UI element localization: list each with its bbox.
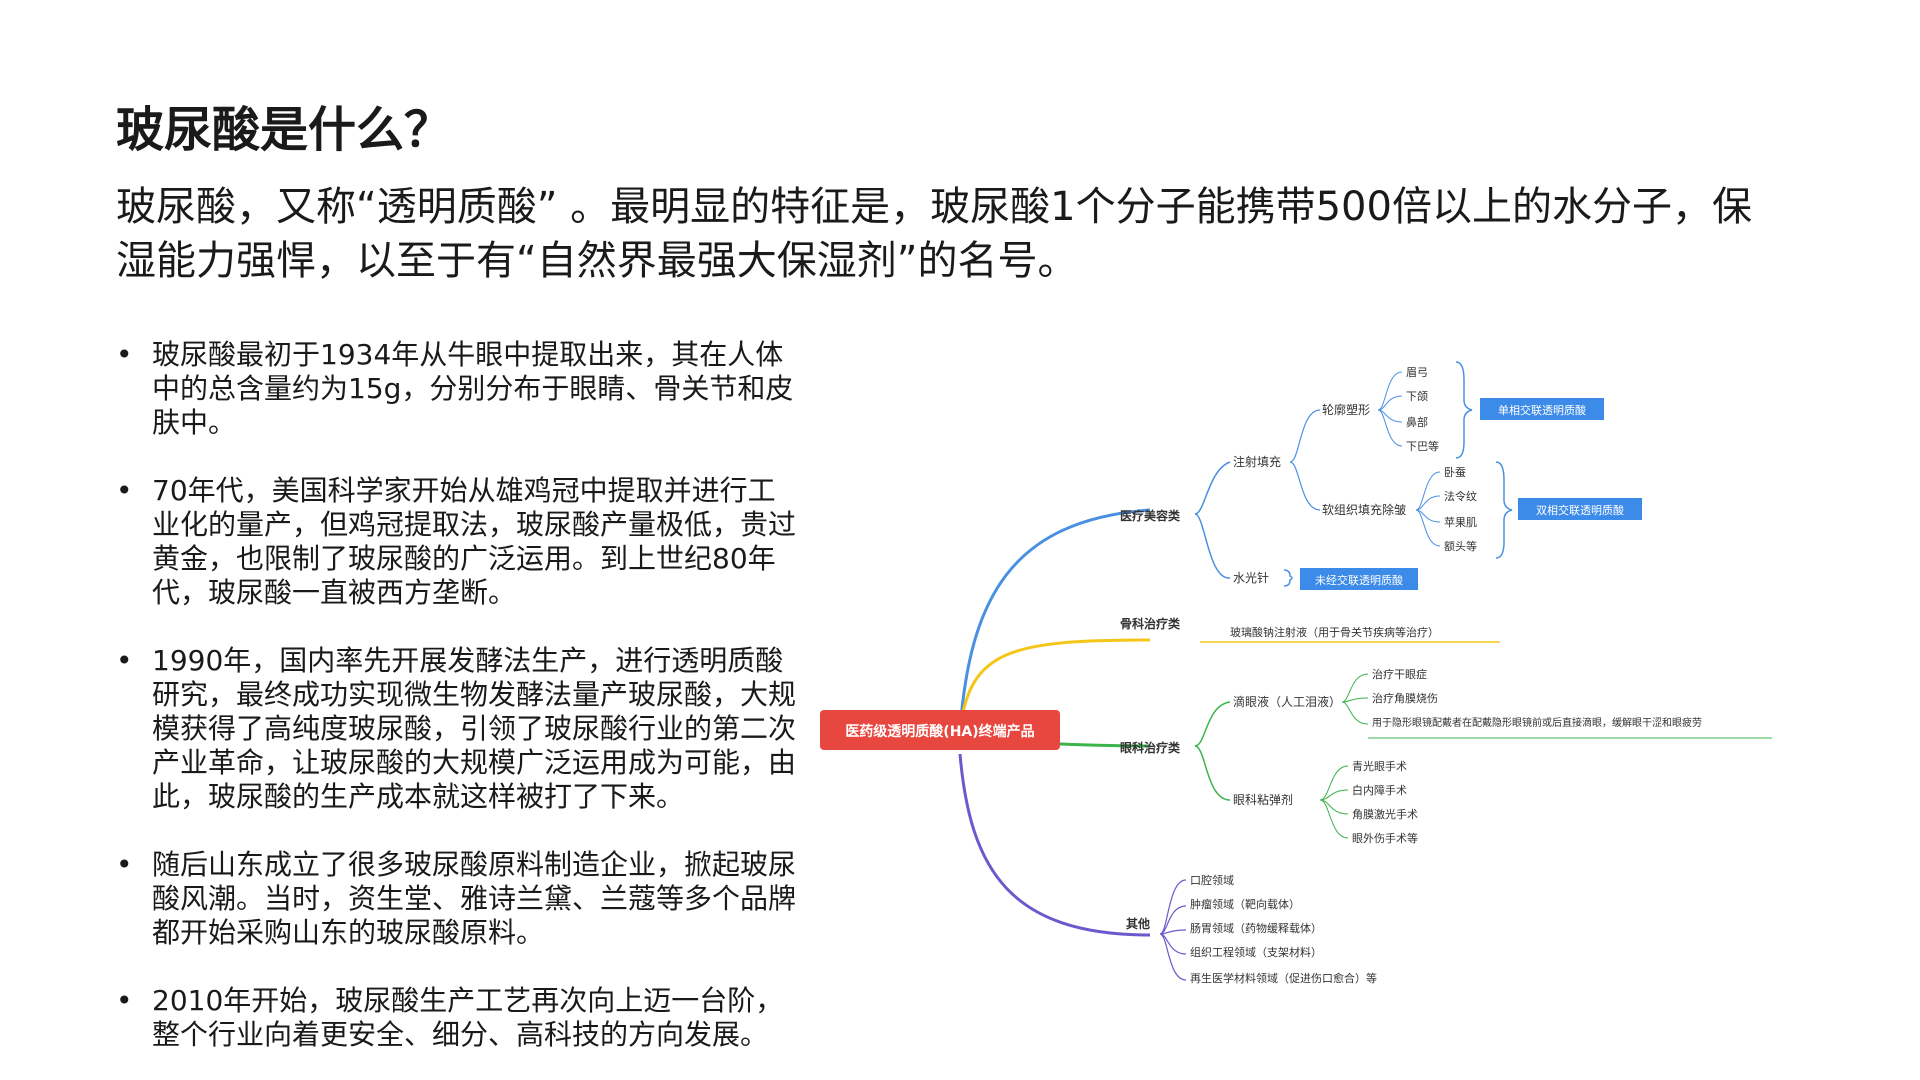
slide-title: 玻尿酸是什么？	[116, 102, 453, 158]
visco-item: 角膜激光手术	[1352, 807, 1418, 821]
cosmetic-label: 医疗美容类	[1120, 508, 1181, 523]
visco-item: 眼外伤手术等	[1352, 831, 1418, 845]
soft-tag-label: 双相交联透明质酸	[1536, 503, 1624, 517]
line-injection	[1194, 461, 1231, 515]
other-item: 组织工程领域（支架材料）	[1190, 945, 1322, 959]
soft-label: 软组织填充除皱	[1322, 502, 1406, 517]
bullet-text: 70年代，美国科学家开始从雄鸡冠中提取并进行工业化的量产，但鸡冠提取法，玻尿酸产…	[152, 474, 797, 609]
soft-lines	[1415, 471, 1441, 547]
water-bracket-icon	[1283, 569, 1293, 587]
other-item: 再生医学材料领域（促进伤口愈合）等	[1190, 971, 1377, 985]
water-tag-label: 未经交联透明质酸	[1315, 573, 1403, 587]
visco-item: 青光眼手术	[1352, 759, 1407, 773]
eye-label: 眼科治疗类	[1120, 740, 1181, 755]
visco-lines	[1319, 765, 1349, 839]
soft-tag	[1518, 498, 1642, 520]
contour-tag-label: 单相交联透明质酸	[1498, 403, 1586, 417]
mindmap-svg: 医药级透明质酸(HA)终端产品 医疗美容类 注射填充 轮廓塑形 眉弓 下颌 鼻部…	[820, 361, 1772, 985]
drops-item: 治疗角膜烧伤	[1372, 691, 1438, 705]
contour-item: 下颌	[1406, 389, 1428, 403]
contour-bracket-icon	[1455, 361, 1473, 459]
line-soft	[1289, 461, 1321, 511]
bullet-item: • 2010年开始，玻尿酸生产工艺再次向上迈一台阶，整个行业向着更安全、细分、高…	[116, 984, 796, 1052]
visco-item: 白内障手术	[1352, 783, 1407, 797]
soft-item: 法令纹	[1444, 489, 1477, 503]
intro-paragraph: 玻尿酸，又称“透明质酸” 。最明显的特征是，玻尿酸1个分子能携带500倍以上的水…	[116, 184, 1752, 284]
bullet-list: • 玻尿酸最初于1934年从牛眼中提取出来，其在人体中的总含量约为15g，分别分…	[116, 338, 796, 1080]
bullet-dot-icon: •	[116, 338, 133, 371]
water-label: 水光针	[1233, 570, 1269, 585]
soft-bracket-icon	[1495, 461, 1513, 559]
drops-lines	[1341, 673, 1369, 725]
bullet-item: • 70年代，美国科学家开始从雄鸡冠中提取并进行工业化的量产，但鸡冠提取法，玻尿…	[116, 474, 796, 610]
soft-item: 苹果肌	[1444, 515, 1477, 529]
root-label: 医药级透明质酸(HA)终端产品	[845, 723, 1034, 740]
water-tag	[1300, 568, 1418, 590]
bullet-item: • 玻尿酸最初于1934年从牛眼中提取出来，其在人体中的总含量约为15g，分别分…	[116, 338, 796, 440]
branch-line-cosmetic	[958, 508, 1151, 731]
ortho-label: 骨科治疗类	[1120, 616, 1181, 631]
bullet-text: 随后山东成立了很多玻尿酸原料制造企业，掀起玻尿酸风潮。当时，资生堂、雅诗兰黛、兰…	[152, 848, 797, 949]
bullet-item: • 随后山东成立了很多玻尿酸原料制造企业，掀起玻尿酸风潮。当时，资生堂、雅诗兰黛…	[116, 848, 796, 950]
line-water	[1194, 513, 1231, 579]
contour-lines	[1377, 371, 1403, 447]
injection-label: 注射填充	[1233, 454, 1281, 469]
other-label: 其他	[1126, 916, 1150, 931]
contour-item: 眉弓	[1406, 366, 1428, 379]
other-lines	[1159, 879, 1187, 981]
bullet-dot-icon: •	[116, 984, 133, 1017]
bullet-dot-icon: •	[116, 848, 133, 881]
line-visco	[1194, 745, 1231, 801]
branch-line-ortho	[958, 638, 1151, 731]
other-item: 口腔领域	[1190, 873, 1234, 887]
other-item: 肠胃领域（药物缓释载体）	[1190, 921, 1322, 935]
bullet-text: 1990年，国内率先开展发酵法生产，进行透明质酸研究，最终成功实现微生物发酵法量…	[152, 644, 797, 813]
contour-item: 鼻部	[1406, 415, 1428, 429]
line-contour	[1289, 409, 1321, 463]
branch-line-other	[958, 753, 1151, 937]
ortho-item: 玻璃酸钠注射液（用于骨关节疾病等治疗）	[1230, 625, 1439, 639]
other-item: 肿瘤领域（靶向载体）	[1190, 897, 1300, 911]
drops-label: 滴眼液（人工泪液）	[1233, 694, 1341, 709]
bullet-text: 玻尿酸最初于1934年从牛眼中提取出来，其在人体中的总含量约为15g，分别分布于…	[152, 338, 794, 439]
visco-label: 眼科粘弹剂	[1233, 792, 1293, 807]
contour-label: 轮廓塑形	[1322, 402, 1370, 417]
bullet-item: • 1990年，国内率先开展发酵法生产，进行透明质酸研究，最终成功实现微生物发酵…	[116, 644, 796, 814]
contour-item: 下巴等	[1406, 439, 1439, 453]
bullet-text: 2010年开始，玻尿酸生产工艺再次向上迈一台阶，整个行业向着更安全、细分、高科技…	[152, 984, 784, 1051]
contour-tag	[1480, 398, 1604, 420]
drops-item: 用于隐形眼镜配戴者在配戴隐形眼镜前或后直接滴眼，缓解眼干涩和眼疲劳	[1372, 716, 1702, 729]
mindmap-image: 医药级透明质酸(HA)终端产品 医疗美容类 注射填充 轮廓塑形 眉弓 下颌 鼻部…	[820, 350, 1780, 990]
soft-item: 卧蚕	[1444, 466, 1466, 479]
bullet-dot-icon: •	[116, 644, 133, 677]
soft-item: 额头等	[1444, 539, 1477, 553]
root-node	[820, 710, 1060, 750]
line-drops	[1194, 701, 1231, 747]
bullet-dot-icon: •	[116, 474, 133, 507]
drops-item: 治疗干眼症	[1372, 667, 1427, 681]
